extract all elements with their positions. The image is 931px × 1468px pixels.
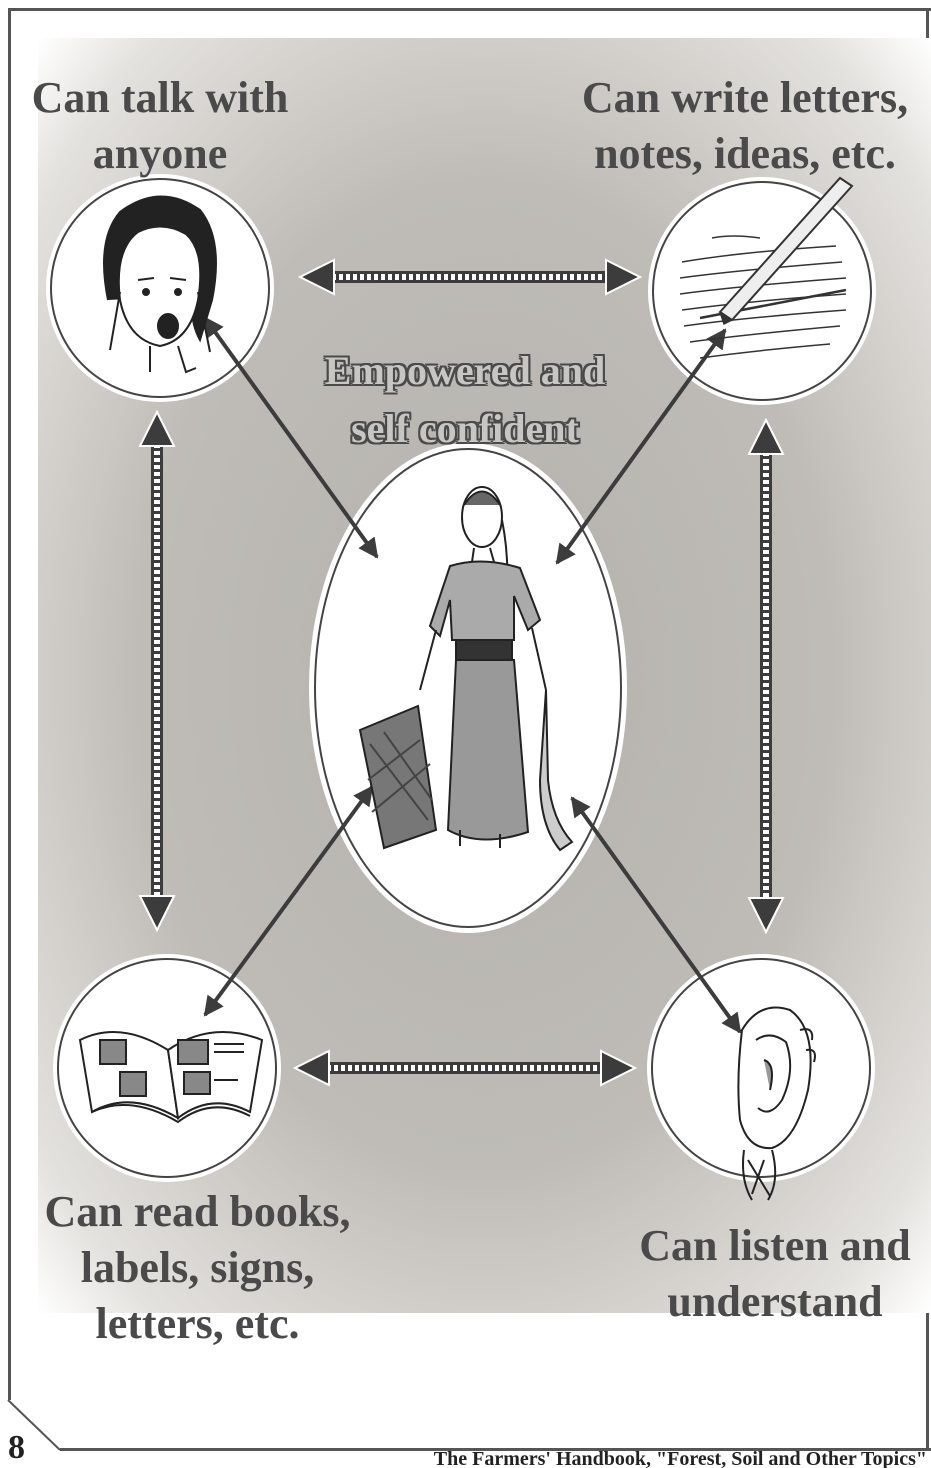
label-write-line-1: Can write letters, <box>581 73 909 122</box>
bottom-border <box>60 1448 931 1451</box>
woman-with-basket-and-sickle-icon <box>358 486 574 852</box>
solid-arrow-read <box>203 785 374 1017</box>
speaking-face-icon <box>103 195 217 374</box>
dotted-arrow-bottom <box>292 1049 638 1087</box>
label-listen-line-1: Can listen and <box>639 1221 911 1270</box>
label-read-line-1: Can read books, <box>44 1187 351 1236</box>
solid-arrow-write <box>555 328 727 565</box>
label-read: Can read books, labels, signs, letters, … <box>10 1184 385 1352</box>
label-talk: Can talk with anyone <box>10 70 310 182</box>
label-write: Can write letters, notes, ideas, etc. <box>560 70 930 182</box>
page-fold-line <box>7 1399 61 1451</box>
dotted-arrow-left <box>138 409 176 933</box>
label-listen-line-2: understand <box>667 1277 883 1326</box>
label-read-line-2: labels, signs, <box>80 1243 315 1292</box>
label-write-line-2: notes, ideas, etc. <box>594 129 896 178</box>
center-title: Empowered and self confident <box>250 342 680 458</box>
label-listen: Can listen and understand <box>620 1218 930 1330</box>
book-title: The Farmers' Handbook, "Forest, Soil and… <box>433 1448 927 1468</box>
label-read-line-3: letters, etc. <box>95 1299 300 1348</box>
ear-icon <box>737 1006 816 1201</box>
handwritten-letter-pencil-icon <box>679 176 854 359</box>
center-title-line-1: Empowered and <box>324 348 606 393</box>
open-book-icon <box>78 1031 264 1124</box>
top-border <box>10 8 931 11</box>
label-talk-line-2: anyone <box>92 129 228 178</box>
page-number: 8 <box>8 1429 25 1466</box>
label-talk-line-1: Can talk with <box>31 73 289 122</box>
dotted-arrow-right <box>747 417 785 935</box>
solid-arrow-listen <box>570 796 742 1034</box>
dotted-arrow-top <box>297 258 643 296</box>
solid-arrow-talk <box>203 316 379 559</box>
center-title-line-2: self confident <box>351 406 579 451</box>
left-border <box>8 8 11 1400</box>
